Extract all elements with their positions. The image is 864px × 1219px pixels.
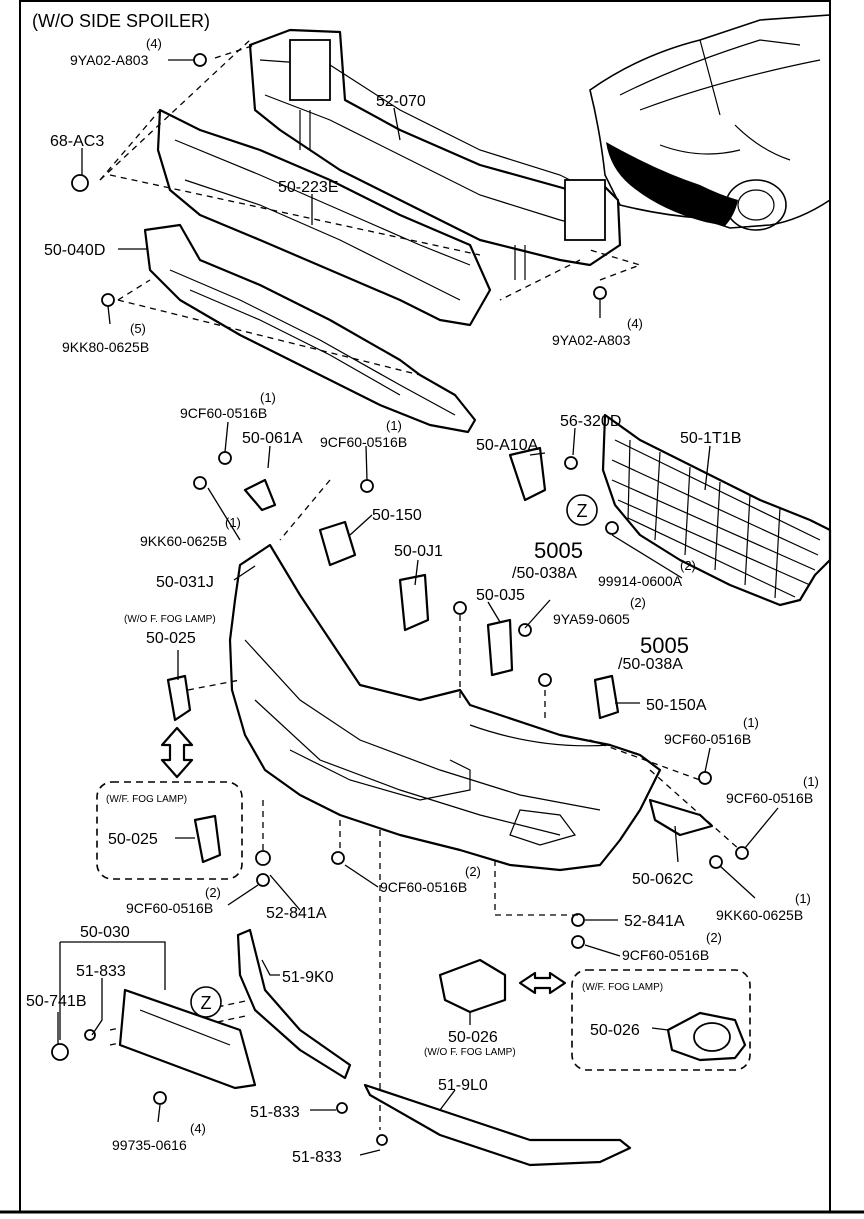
part-number: 9KK60-0625B xyxy=(716,907,803,923)
swap-arrow-vertical xyxy=(160,726,194,779)
z-marker-bottom: Z xyxy=(190,986,222,1018)
fog-cover-part xyxy=(336,958,747,1146)
part-number: 99735-0616 xyxy=(112,1137,187,1153)
part-number: 9KK80-0625B xyxy=(62,339,149,355)
part-number: 52-841A xyxy=(266,905,327,922)
assembly-lines-top xyxy=(99,39,643,376)
license-plate-bracket xyxy=(51,988,257,1105)
part-number: 50-A10A xyxy=(476,437,539,454)
svg-text:Z: Z xyxy=(201,993,212,1013)
qty-label: (4) xyxy=(146,36,162,51)
part-number: 50-150 xyxy=(372,507,422,524)
qty-label: (1) xyxy=(225,515,241,530)
part-number: 50-025 xyxy=(146,630,196,647)
part-number: 50-026 xyxy=(590,1022,640,1039)
brackets xyxy=(166,446,714,864)
part-number: 9YA02-A803 xyxy=(70,52,149,68)
qty-label: (2) xyxy=(680,558,696,573)
part-number: 50-0J1 xyxy=(394,543,443,560)
part-number: 50-223E xyxy=(278,179,339,196)
fog-lamp-box-right xyxy=(571,969,751,1071)
qty-label: (2) xyxy=(630,595,646,610)
part-number: 9CF60-0516B xyxy=(380,879,467,895)
qty-label: (4) xyxy=(190,1121,206,1136)
qty-label: (2) xyxy=(205,885,221,900)
absorber-part xyxy=(156,108,492,327)
qty-label: (2) xyxy=(465,864,481,879)
part-number: 51-833 xyxy=(250,1104,300,1121)
part-number: 50-741B xyxy=(26,993,87,1010)
bumper-highlight xyxy=(606,142,738,226)
fog-lamp-note: (W/F. FOG LAMP) xyxy=(106,794,187,805)
part-number: 5005 xyxy=(534,538,583,563)
part-number: 50-026 xyxy=(448,1029,498,1046)
qty-label: (1) xyxy=(803,774,819,789)
molding-9l0 xyxy=(363,1083,632,1167)
qty-label: (4) xyxy=(627,316,643,331)
part-number: 52-070 xyxy=(376,93,426,110)
grille-part xyxy=(601,413,832,607)
qty-label: (1) xyxy=(386,418,402,433)
molding-9k0 xyxy=(236,928,352,1080)
fasteners-mid xyxy=(193,451,749,949)
qty-label: (1) xyxy=(260,390,276,405)
part-number: /50-038A xyxy=(618,656,683,673)
part-number: 50-062C xyxy=(632,871,693,888)
part-number: 51-833 xyxy=(76,963,126,980)
part-number: 50-031J xyxy=(156,574,214,591)
part-number: 52-841A xyxy=(624,913,685,930)
part-number: 56-320D xyxy=(560,413,621,430)
fasteners-top xyxy=(71,53,607,307)
part-number: 50-0J5 xyxy=(476,587,525,604)
part-number: 9YA02-A803 xyxy=(552,332,631,348)
part-number: 51-9K0 xyxy=(282,969,334,986)
part-number: 50-061A xyxy=(242,430,303,447)
car-front-illustration xyxy=(589,14,831,231)
qty-label: (1) xyxy=(795,891,811,906)
part-number: 9CF60-0516B xyxy=(726,790,813,806)
part-number: 51-833 xyxy=(292,1149,342,1166)
part-number: 9KK60-0625B xyxy=(140,533,227,549)
part-number: 51-9L0 xyxy=(438,1077,488,1094)
part-number: 9CF60-0516B xyxy=(320,434,407,450)
bumper-cover-part xyxy=(228,543,662,872)
part-number: 9CF60-0516B xyxy=(664,731,751,747)
fog-lamp-note: (W/O F. FOG LAMP) xyxy=(124,614,216,625)
part-labels: (4) 9YA02-A803 52-070 68-AC3 50-223E 50-… xyxy=(26,36,819,1166)
part-number: 5005 xyxy=(640,633,689,658)
part-number: 50-025 xyxy=(108,831,158,848)
part-number: 9CF60-0516B xyxy=(180,405,267,421)
part-number: 99914-0600A xyxy=(598,573,683,589)
part-number: 9YA59-0605 xyxy=(553,611,630,627)
reinforcement-part xyxy=(248,28,622,280)
leader-lines xyxy=(57,59,779,1156)
part-number: 50-150A xyxy=(646,697,707,714)
part-number: 50-030 xyxy=(80,924,130,941)
page-title: (W/O SIDE SPOILER) xyxy=(32,11,210,31)
svg-text:Z: Z xyxy=(577,501,588,521)
fog-lamp-box-left xyxy=(96,781,243,880)
part-number: 50-040D xyxy=(44,242,105,259)
part-number: 9CF60-0516B xyxy=(622,947,709,963)
part-number: 50-1T1B xyxy=(680,430,741,447)
fog-lamp-note: (W/F. FOG LAMP) xyxy=(582,982,663,993)
qty-label: (5) xyxy=(130,321,146,336)
qty-label: (2) xyxy=(706,930,722,945)
fog-lamp-note: (W/O F. FOG LAMP) xyxy=(424,1047,516,1058)
part-number: 68-AC3 xyxy=(50,133,104,150)
qty-label: (1) xyxy=(743,715,759,730)
part-number: 9CF60-0516B xyxy=(126,900,213,916)
part-number: /50-038A xyxy=(512,565,577,582)
lower-absorber-part xyxy=(143,223,477,434)
z-marker-top: Z xyxy=(566,494,598,526)
